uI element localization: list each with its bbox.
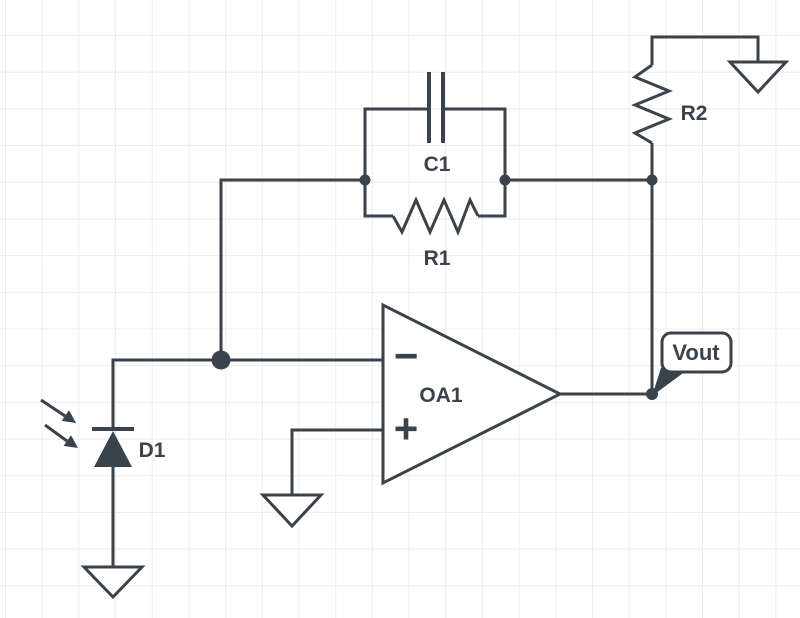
wire-c1-right — [444, 107, 507, 180]
wire-r1-right — [478, 180, 507, 218]
resistor-r2-label: R2 — [681, 102, 708, 125]
photodiode-d1-label: D1 — [139, 439, 166, 462]
vout-callout-box — [660, 331, 733, 374]
wire-r2-top-to-ground — [650, 35, 760, 65]
ground-icon-opamp — [259, 493, 325, 529]
light-arrow-bottom — [44, 423, 78, 448]
opamp-inverting-input-symbol: − — [394, 332, 419, 379]
ground-icon-photodiode — [80, 565, 146, 600]
capacitor-c1-label: C1 — [424, 153, 451, 176]
light-arrow-top — [40, 398, 76, 423]
opamp-oa1-label: OA1 — [419, 384, 463, 407]
vout-label: Vout — [672, 340, 720, 365]
junction-dot-inverting-node — [211, 350, 231, 370]
photodiode-d1: D1 — [40, 398, 166, 467]
capacitor-c1: C1 — [363, 72, 507, 180]
wire-inverting-input — [111, 358, 383, 429]
wire-r1-left — [363, 180, 393, 218]
wire-feedback-left — [219, 178, 365, 360]
vout-callout: Vout — [652, 331, 733, 396]
resistor-r2-symbol — [631, 63, 673, 145]
junction-dot-feedback-right — [499, 174, 511, 186]
junction-dot-feedback-left — [359, 174, 371, 186]
photodiode-anode-triangle — [94, 431, 132, 467]
wire-noninverting-input — [290, 428, 383, 495]
opamp-noninverting-input-symbol: + — [394, 405, 419, 452]
ground-icon-top-right — [726, 60, 790, 95]
opamp-body — [381, 302, 564, 486]
wire-c1-left — [363, 107, 428, 180]
resistor-r1-symbol — [391, 196, 480, 236]
resistor-r1-label: R1 — [424, 247, 451, 270]
junction-dot-r2-bottom — [646, 174, 658, 186]
resistor-r1: R1 — [363, 180, 507, 270]
vout-callout-tail — [652, 368, 690, 396]
opamp-oa1: − + OA1 — [381, 302, 564, 486]
resistor-r2: R2 — [631, 63, 708, 145]
